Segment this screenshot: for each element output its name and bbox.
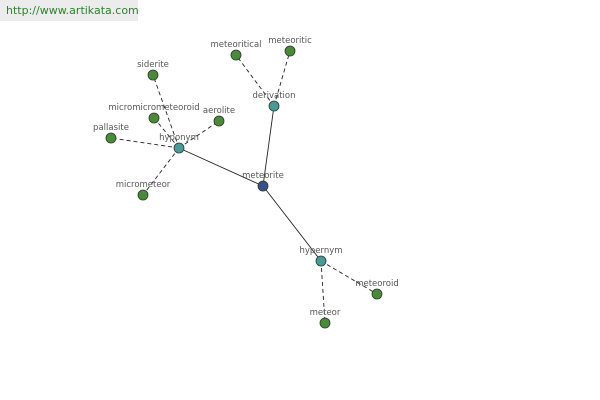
word-node-marker[interactable] (105, 132, 117, 144)
edge-hyponym-aerolite (178, 120, 220, 149)
node-label-meteorite[interactable]: meteorite (242, 171, 284, 181)
word-node-marker[interactable] (371, 288, 383, 300)
edge-hypernym-meteoroid (320, 260, 378, 295)
relation-node-marker[interactable] (315, 255, 327, 267)
word-node-marker[interactable] (137, 189, 149, 201)
node-label-hypernym[interactable]: hypernym (299, 246, 342, 256)
edge-hypernym-meteor (320, 260, 326, 324)
edge-hyponym-micrometeor (142, 147, 180, 196)
node-derivation[interactable]: derivation (252, 91, 296, 112)
node-label-siderite[interactable]: siderite (137, 60, 169, 70)
node-aerolite[interactable]: aerolite (203, 106, 235, 127)
edge-derivation-meteoritical (235, 54, 275, 107)
node-label-meteoroid[interactable]: meteoroid (355, 279, 399, 289)
graph-edges (110, 50, 378, 324)
source-url-banner[interactable]: http://www.artikata.com (0, 0, 139, 21)
node-meteorite[interactable]: meteorite (242, 171, 284, 192)
node-micromicrometeoroid[interactable]: micromicrometeoroid (108, 103, 200, 124)
center-node-marker[interactable] (257, 180, 269, 192)
edge-derivation-meteoritic (273, 50, 291, 107)
relation-node-marker[interactable] (173, 142, 185, 154)
edge-meteorite-hyponym (178, 147, 264, 187)
node-label-aerolite[interactable]: aerolite (203, 106, 235, 116)
node-label-micrometeor[interactable]: micrometeor (116, 180, 171, 190)
edge-meteorite-hypernym (262, 185, 322, 262)
relation-node-marker[interactable] (268, 100, 280, 112)
node-label-meteor[interactable]: meteor (310, 308, 341, 318)
node-micrometeor[interactable]: micrometeor (116, 180, 171, 201)
edge-hyponym-siderite (152, 74, 180, 149)
edge-hyponym-pallasite (110, 137, 180, 149)
edge-meteorite-derivation (262, 105, 275, 187)
node-hypernym[interactable]: hypernym (299, 246, 343, 267)
node-meteoritical[interactable]: meteoritical (210, 40, 262, 61)
word-node-marker[interactable] (213, 115, 225, 127)
node-meteoroid[interactable]: meteoroid (355, 279, 399, 300)
word-node-marker[interactable] (230, 49, 242, 61)
node-label-meteoritical[interactable]: meteoritical (210, 40, 261, 50)
node-label-pallasite[interactable]: pallasite (93, 123, 129, 133)
graph-nodes: meteoritical meteoritic siderite micromicro… (93, 36, 399, 329)
node-pallasite[interactable]: pallasite (93, 123, 129, 144)
node-label-micromicrometeoroid[interactable]: micromicrometeoroid (108, 103, 199, 113)
node-meteor[interactable]: meteor (310, 308, 341, 329)
node-label-meteoritic[interactable]: meteoritic (268, 36, 312, 46)
node-hyponym[interactable]: hyponym (159, 133, 199, 154)
word-node-marker[interactable] (147, 69, 159, 81)
node-meteoritic[interactable]: meteoritic (268, 36, 312, 57)
node-siderite[interactable]: siderite (137, 60, 169, 81)
word-node-marker[interactable] (284, 45, 296, 57)
word-node-marker[interactable] (148, 112, 160, 124)
node-label-hyponym[interactable]: hyponym (159, 133, 199, 143)
node-label-derivation[interactable]: derivation (252, 91, 295, 101)
word-node-marker[interactable] (319, 317, 331, 329)
